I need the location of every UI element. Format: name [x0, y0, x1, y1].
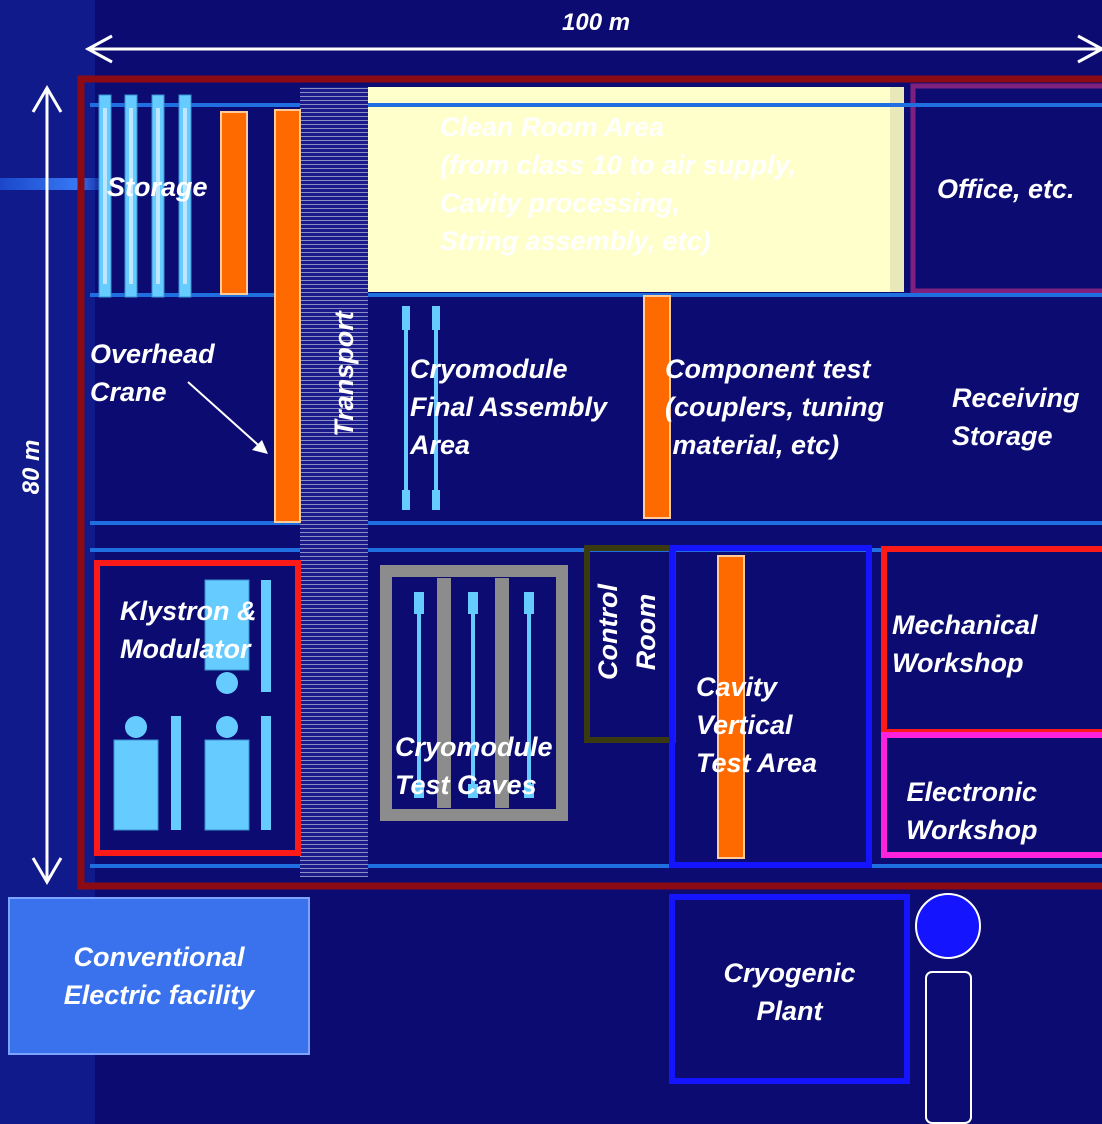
width-dimension-label: 100 m [562, 9, 631, 36]
cryogenic-plant-box [669, 894, 910, 1084]
storage-racks [98, 94, 192, 298]
height-dimension-label: 80 m [18, 439, 45, 495]
crane-pointer-arrow [187, 381, 267, 453]
crane-pointer-arrowhead [252, 440, 268, 454]
cryo-tank-top [915, 893, 981, 959]
vertical-test-box [669, 545, 872, 868]
final-assembly-equipment [402, 306, 440, 510]
grid-line-bottom [90, 864, 1102, 868]
grid-line-top [90, 103, 1102, 107]
width-dimension-arrow [84, 34, 1102, 64]
test-caves-frame [380, 565, 568, 821]
cryo-tank-body [925, 971, 972, 1124]
transport-label: Transport [329, 311, 359, 437]
final-assembly-label: Cryomodule Final Assembly Area [410, 354, 608, 460]
test-caves-label: Cryomodule Test Caves [395, 732, 553, 800]
klystron-equipment [113, 579, 271, 831]
klystron-box [94, 560, 301, 856]
office-box [910, 83, 1102, 294]
receiving-storage-label: Receiving Storage [952, 383, 1080, 451]
height-dimension-arrow [31, 85, 63, 885]
test-caves-divider-2 [495, 578, 509, 808]
transport-lane [300, 87, 368, 877]
control-room-label: Control Room [593, 584, 661, 680]
test-caves-equipment [414, 592, 534, 798]
building-outline [77, 75, 1102, 890]
grid-line-3 [90, 521, 1102, 525]
conventional-facility-label: Conventional Electric facility [63, 942, 255, 1010]
vertical-test-label: Cavity Vertical Test Area [696, 672, 818, 778]
overhead-crane-label: Overhead Crane [90, 339, 215, 407]
component-test-label: Component test (couplers, tuning materia… [665, 354, 884, 460]
conventional-facility-box [8, 897, 310, 1055]
mechanical-workshop-label: Mechanical Workshop [892, 610, 1038, 678]
test-caves-divider-1 [437, 578, 451, 808]
vertical-test-orange-unit [717, 555, 745, 859]
electronic-workshop-box [881, 732, 1102, 858]
grid-line-2 [90, 293, 1102, 297]
office-label: Office, etc. [937, 174, 1075, 204]
cryogenic-plant-label: Cryogenic Plant [723, 958, 856, 1026]
component-test-orange-unit [643, 295, 671, 519]
storage-label: Storage [107, 172, 208, 202]
clean-room-area [367, 87, 902, 292]
clean-room-label: Clean Room Area (from class 10 to air su… [440, 112, 797, 256]
electronic-workshop-label: Electronic Workshop [906, 777, 1038, 845]
overhead-crane-bar [274, 109, 301, 523]
klystron-label: Klystron & Modulator [120, 596, 257, 664]
storage-orange-unit [220, 111, 248, 295]
clean-room-right-edge [890, 87, 904, 292]
